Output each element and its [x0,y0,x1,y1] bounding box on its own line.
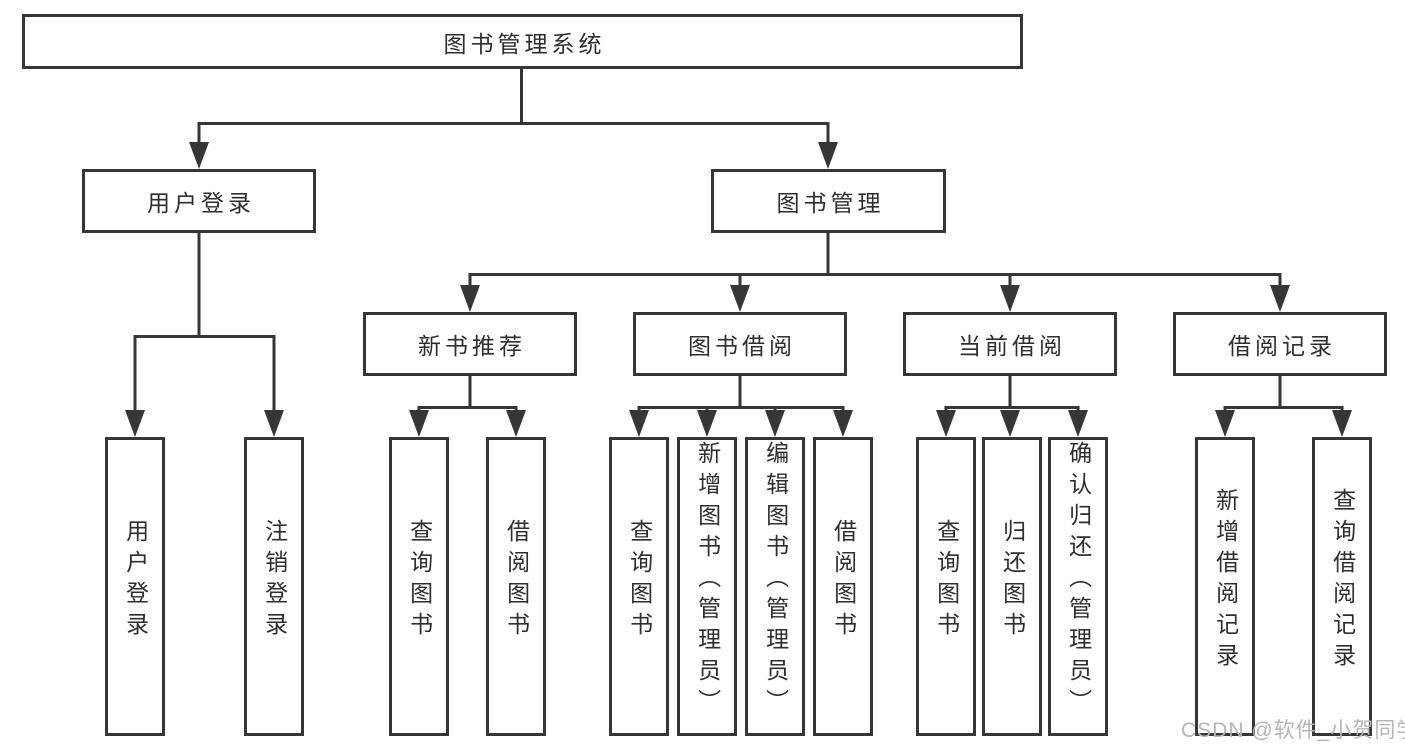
leaf-query-book-current: 查询图书 [916,437,976,736]
leaf-label: 归还图书 [999,518,1026,643]
arrowhead [125,410,145,437]
leaf-label: 查询图书 [406,518,433,643]
leaf-user-login: 用户登录 [105,437,165,736]
arrowhead [629,410,649,437]
leaf-label: 新增借阅记录 [1212,487,1239,674]
arrowhead [1000,285,1020,312]
leaf-label: 注销登录 [261,518,288,643]
leaf-confirm-return-admin: 确认归还（管理员） [1048,437,1108,736]
leaf-label: 编辑图书（管理员） [762,441,789,720]
connector-group-recommend [417,376,518,416]
node-current-borrow-label: 当前借阅 [958,333,1066,359]
leaf-borrow-book-recommend: 借阅图书 [486,437,546,736]
leaf-label: 确认归还（管理员） [1065,441,1092,720]
leaf-query-book-recommend: 查询图书 [389,437,449,736]
node-current-borrow: 当前借阅 [903,312,1117,376]
leaf-label: 借阅图书 [830,518,857,643]
arrowhead [697,410,717,437]
leaf-label: 新增图书（管理员） [694,441,721,720]
arrowhead [936,410,956,437]
arrowhead [264,410,284,437]
csdn-watermark: CSDN @软件_小贺同学 [1181,719,1405,742]
connector-group-record [1223,376,1344,416]
leaf-label: 查询图书 [933,518,960,643]
arrowhead [818,142,838,169]
arrowhead [1000,410,1020,437]
arrowhead [460,285,480,312]
leaf-edit-book-admin: 编辑图书（管理员） [745,437,805,736]
arrowhead [189,142,209,169]
arrowhead [765,410,785,437]
arrowhead [730,285,750,312]
connector-group-borrow [637,376,845,416]
connector-group-current [944,376,1080,416]
node-borrow-record: 借阅记录 [1173,312,1387,376]
leaf-query-book-borrow: 查询图书 [609,437,669,736]
node-book-borrow: 图书借阅 [633,312,847,376]
arrowhead [1215,410,1235,437]
node-book-management: 图书管理 [711,169,946,233]
node-new-book-recommend-label: 新书推荐 [418,333,526,359]
arrowhead [1332,410,1352,437]
arrowhead [506,410,526,437]
connector-mgmt-branch [468,233,1282,291]
arrowhead [409,410,429,437]
leaf-return-book: 归还图书 [982,437,1042,736]
arrowheads [125,142,1352,437]
leaf-label: 借阅图书 [503,518,530,643]
node-root-label: 图书管理系统 [443,30,606,57]
node-book-borrow-label: 图书借阅 [688,333,796,359]
leaf-borrow-book: 借阅图书 [813,437,873,736]
leaf-label: 查询图书 [626,518,653,643]
leaf-add-borrow-record: 新增借阅记录 [1195,437,1255,736]
leaf-query-borrow-record: 查询借阅记录 [1312,437,1372,736]
leaf-logout: 注销登录 [244,437,304,736]
arrowhead [1270,285,1290,312]
node-user-login-label: 用户登录 [147,190,255,216]
connector-user-branch [133,233,276,416]
arrowhead [1068,410,1088,437]
node-borrow-record-label: 借阅记录 [1228,333,1336,359]
leaf-add-book-admin: 新增图书（管理员） [677,437,737,736]
node-book-management-label: 图书管理 [776,190,885,216]
leaf-label: 查询借阅记录 [1329,487,1356,674]
leaf-label: 用户登录 [122,518,149,643]
node-user-login: 用户登录 [82,169,316,233]
node-new-book-recommend: 新书推荐 [363,312,577,376]
node-root: 图书管理系统 [22,14,1023,69]
connector-root [197,68,830,146]
arrowhead [833,410,853,437]
connector-paths [133,68,1344,416]
